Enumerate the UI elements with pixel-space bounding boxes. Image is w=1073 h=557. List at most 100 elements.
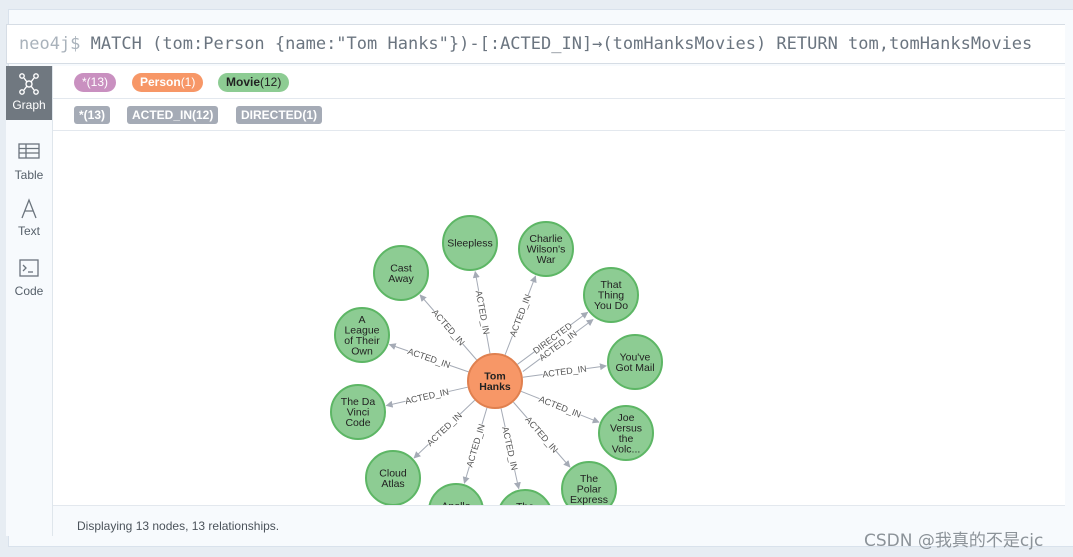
edge-acted-in-apollo-13-label: ACTED_IN: [464, 423, 486, 469]
watermark: CSDN @我真的不是cjc: [864, 531, 1044, 551]
movie-node-a-league-of-their-own-label-line: League: [344, 324, 379, 336]
movie-node-you-ve-got-mail-label-line: Got Mail: [615, 362, 654, 374]
movie-node-joe-versus-the-volc[interactable]: JoeVersustheVolc...: [598, 405, 654, 461]
rel-type-all-count: (13): [83, 108, 106, 122]
movie-node-cast-away-circle: [373, 245, 429, 301]
rel-type-acted-in[interactable]: ACTED_IN(12): [127, 106, 219, 124]
movie-node-joe-versus-the-volc-label-line: Volc...: [612, 443, 641, 455]
node-label-movie[interactable]: Movie(12): [218, 73, 290, 92]
movie-node-that-thing-you-do-label-line: That: [600, 279, 621, 291]
movie-node-the-green-mile[interactable]: TheGreenMile: [498, 489, 552, 505]
query-editor[interactable]: neo4j$ MATCH (tom:Person {name:"Tom Hank…: [6, 24, 1065, 64]
query-prompt: neo4j$: [19, 34, 81, 54]
edge-acted-in-apollo-13-label-bg: [463, 422, 487, 469]
status-bar: Displaying 13 nodes, 13 relationships.: [53, 505, 1065, 536]
code-icon: [6, 258, 52, 284]
edge-acted-in-joe-versus-the-volc-label-bg: [537, 393, 583, 420]
rel-type-acted-in-name: ACTED_IN: [132, 108, 193, 122]
rel-type-directed[interactable]: DIRECTED(1): [236, 106, 323, 124]
movie-node-cloud-atlas-label-line: Atlas: [381, 478, 404, 490]
rel-type-directed-name: DIRECTED: [241, 108, 303, 122]
edge-acted-in-a-league-of-their-own-label-bg: [406, 345, 452, 371]
movie-node-joe-versus-the-volc-label-line: Versus: [610, 422, 642, 434]
edge-acted-in-cloud-atlas-label-bg: [424, 409, 464, 448]
node-label-all-name: *: [82, 75, 87, 89]
table-view-label: Table: [14, 168, 44, 182]
node-label-all-count: (13): [86, 75, 109, 89]
movie-node-the-polar-express-label-line: Express: [570, 494, 608, 505]
node-label-person[interactable]: Person(1): [132, 73, 204, 92]
rel-type-all-name: *: [79, 108, 84, 122]
movie-node-a-league-of-their-own-label-line: Own: [351, 345, 373, 357]
edge-acted-in-charlie-wilson-s-war-label: ACTED_IN: [508, 293, 533, 338]
movie-node-the-green-mile-label-line: The: [516, 501, 534, 505]
movie-node-the-polar-express-circle: [561, 461, 617, 505]
movie-node-joe-versus-the-volc-label-line: the: [619, 433, 634, 445]
edge-acted-in-the-green-mile-label: ACTED_IN: [500, 426, 519, 472]
query-text[interactable]: MATCH (tom:Person {name:"Tom Hanks"})-[:…: [90, 34, 1033, 54]
code-view-label: Code: [14, 284, 44, 298]
rel-type-acted-in-count: (12): [192, 108, 214, 122]
movie-node-the-da-vinci-code-label-line: The Da: [341, 396, 376, 408]
graph-result-area: *(13) Person(1) Movie(12) *(13) ACTED_IN…: [53, 66, 1065, 536]
edge-directed-that-thing-you-do-label-bg: [531, 320, 574, 356]
movie-node-joe-versus-the-volc-circle: [598, 405, 654, 461]
movie-node-the-polar-express-label-line: Polar: [577, 484, 602, 496]
movie-node-you-ve-got-mail-label-line: You've: [620, 351, 651, 363]
movie-node-a-league-of-their-own-circle: [334, 307, 390, 363]
rel-type-directed-count: (1): [302, 108, 318, 122]
graph-icon: [6, 72, 52, 98]
movie-node-that-thing-you-do-label-line: You Do: [594, 300, 628, 312]
code-view-button[interactable]: Code: [6, 252, 52, 306]
text-view-button[interactable]: Text: [6, 192, 52, 246]
movie-node-apollo-13-label-line: Apollo: [441, 500, 470, 505]
graph-view-label: Graph: [12, 98, 46, 112]
node-label-movie-count: (12): [260, 75, 282, 89]
text-view-label: Text: [17, 224, 40, 238]
movie-node-charlie-wilson-s-war-label-line: Charlie: [529, 233, 562, 245]
edge-acted-in-the-da-vinci-code-label: ACTED_IN: [404, 387, 450, 407]
movie-node-sleepless[interactable]: Sleepless: [442, 215, 498, 271]
movie-node-cast-away-label-line: Away: [388, 273, 414, 285]
edge-acted-in-that-thing-you-do-2-label-bg: [536, 327, 579, 363]
movie-node-the-green-mile-circle: [499, 489, 551, 505]
graph-view-button[interactable]: Graph: [6, 66, 52, 120]
movie-node-sleepless-label-line: Sleepless: [447, 238, 493, 250]
movie-node-cloud-atlas-circle: [365, 450, 421, 505]
movie-node-cast-away-label-line: Cast: [390, 262, 412, 274]
rel-type-all[interactable]: *(13): [74, 106, 111, 124]
text-icon: [6, 198, 52, 224]
edge-acted-in-the-polar-express-label-bg: [523, 414, 561, 455]
person-node-tom-hanks-label-line: Hanks: [479, 381, 511, 393]
node-label-person-count: (1): [180, 75, 196, 89]
movie-node-that-thing-you-do-circle: [583, 267, 639, 323]
movie-node-joe-versus-the-volc-label-line: Joe: [618, 412, 635, 424]
node-label-all[interactable]: *(13): [74, 73, 117, 92]
movie-node-apollo-13[interactable]: Apollo13: [428, 483, 484, 505]
edge-acted-in-you-ve-got-mail-label: ACTED_IN: [542, 364, 587, 380]
edge-acted-in-you-ve-got-mail-label-bg: [541, 362, 587, 380]
view-sidebar: Graph Table Text: [6, 66, 53, 536]
movie-node-charlie-wilson-s-war-circle: [518, 221, 574, 277]
movie-node-a-league-of-their-own-label-line: of Their: [344, 335, 380, 347]
edge-acted-in-cast-away-label-bg: [430, 306, 468, 348]
relationship-type-legend: *(13) ACTED_IN(12) DIRECTED(1): [53, 99, 1065, 131]
status-text: Displaying 13 nodes, 13 relationships.: [77, 519, 280, 533]
edge-acted-in-a-league-of-their-own-label: ACTED_IN: [406, 346, 451, 370]
edge-acted-in-the-green-mile-label-bg: [500, 425, 521, 472]
table-view-button[interactable]: Table: [6, 136, 52, 190]
node-label-movie-name: Movie: [226, 75, 261, 89]
movie-node-the-polar-express-label-line: The: [580, 473, 598, 485]
movie-node-the-da-vinci-code-circle: [330, 384, 386, 440]
